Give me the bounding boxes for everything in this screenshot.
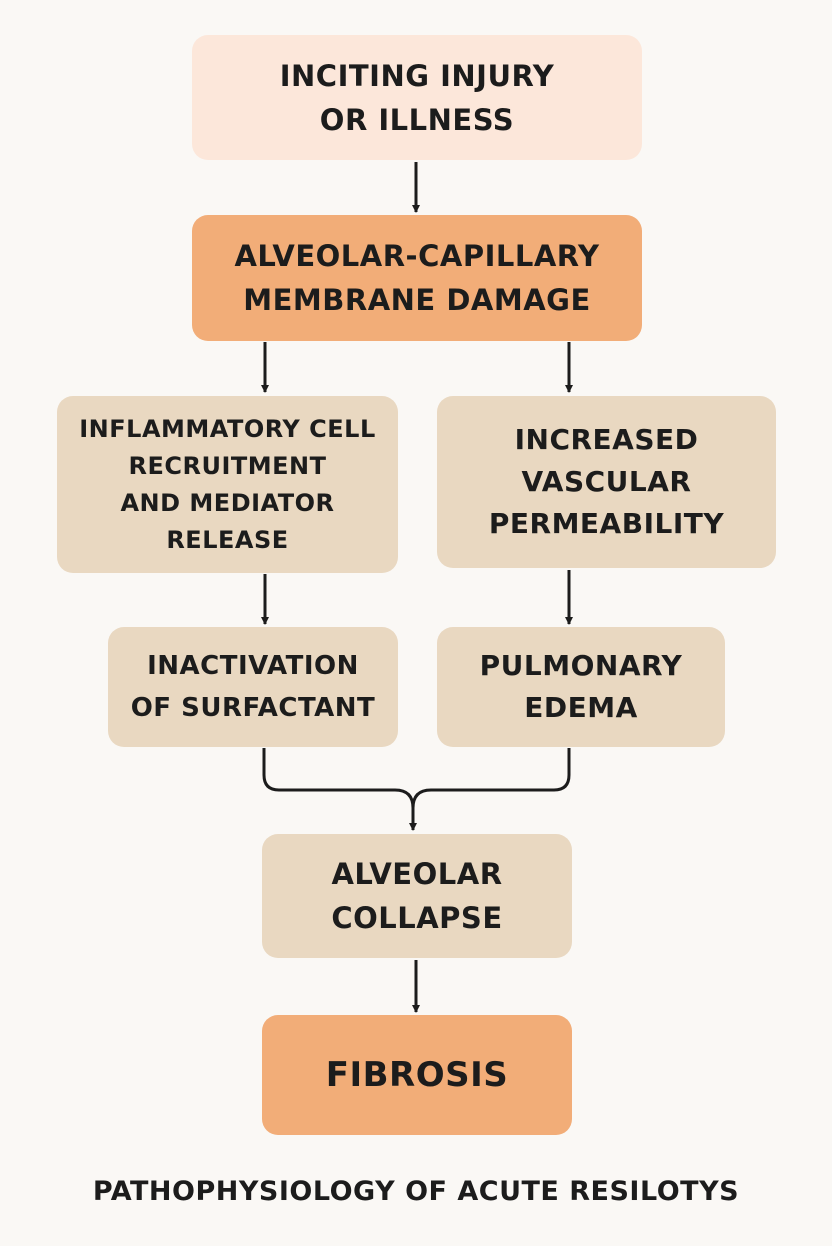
- node-alveolar-collapse-label: ALVEOLAR COLLAPSE: [331, 857, 503, 935]
- diagram-caption: PATHOPHYSIOLOGY OF ACUTE RESILOTYS: [92, 1176, 740, 1207]
- node-pulmonary-edema-label: PULMONARY EDEMA: [479, 649, 683, 724]
- node-inciting-injury: INCITING INJURY OR ILLNESS: [192, 35, 642, 160]
- node-membrane-damage-label: ALVEOLAR-CAPILLARY MEMBRANE DAMAGE: [234, 239, 600, 317]
- node-alveolar-collapse: ALVEOLAR COLLAPSE: [262, 834, 572, 958]
- node-fibrosis: FIBROSIS: [262, 1015, 572, 1135]
- node-vascular-permeability: INCREASED VASCULAR PERMEABILITY: [437, 396, 776, 568]
- node-fibrosis-label: FIBROSIS: [325, 1055, 509, 1095]
- node-inflammatory-cell-label: INFLAMMATORY CELL RECRUITMENT AND MEDIAT…: [79, 414, 376, 554]
- node-pulmonary-edema: PULMONARY EDEMA: [437, 627, 725, 747]
- node-membrane-damage: ALVEOLAR-CAPILLARY MEMBRANE DAMAGE: [192, 215, 642, 341]
- merge-surfactant-edema: [262, 748, 571, 809]
- node-surfactant-inactivation-label: INACTIVATION OF SURFACTANT: [130, 651, 376, 723]
- node-inciting-injury-label: INCITING INJURY OR ILLNESS: [279, 58, 555, 137]
- node-inflammatory-cell: INFLAMMATORY CELL RECRUITMENT AND MEDIAT…: [57, 396, 398, 573]
- node-surfactant-inactivation: INACTIVATION OF SURFACTANT: [108, 627, 398, 747]
- node-vascular-permeability-label: INCREASED VASCULAR PERMEABILITY: [488, 423, 725, 540]
